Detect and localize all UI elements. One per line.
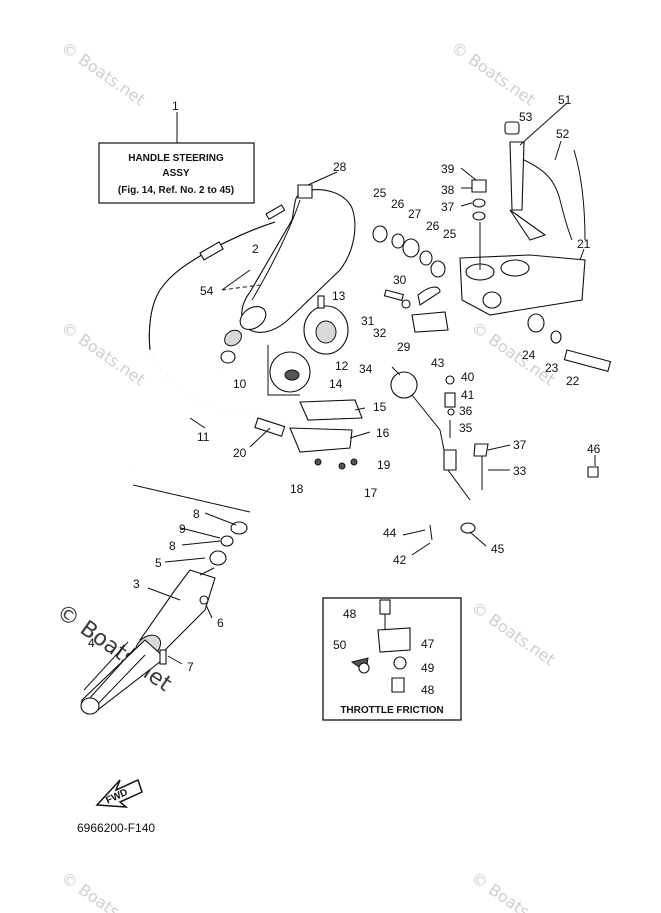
diagram-code: 6966200-F140	[77, 821, 155, 835]
callout: 18	[290, 482, 304, 496]
throttle-bracket	[289, 399, 363, 470]
callout: 49	[421, 661, 435, 675]
callout: 48	[421, 683, 435, 697]
washer-stack	[372, 225, 449, 333]
callout: 35	[459, 421, 473, 435]
callout: 28	[333, 160, 347, 174]
callout: 4	[88, 636, 95, 650]
watermark: © Boats.net	[58, 868, 149, 913]
throttle-grip	[80, 521, 248, 715]
throttle-friction-inset: THROTTLE FRICTION	[322, 597, 462, 721]
watermark: © Boats.net	[58, 38, 149, 110]
callout: 25	[373, 186, 387, 200]
callout: 22	[566, 374, 580, 388]
callout: 26	[426, 219, 440, 233]
callout: 19	[377, 458, 391, 472]
callout: 31	[361, 314, 375, 328]
throttle-lever	[390, 371, 599, 541]
callout: 16	[376, 426, 390, 440]
watermark: © Boats.net	[448, 38, 539, 110]
callout: 50	[333, 638, 347, 652]
callout: 1	[172, 99, 179, 113]
callout: 52	[556, 127, 570, 141]
callout: 29	[397, 340, 411, 354]
callout: 3	[133, 577, 140, 591]
callout: 42	[393, 553, 407, 567]
callout: 8	[169, 539, 176, 553]
throttle-shaft	[131, 367, 251, 513]
leader-lines	[147, 102, 596, 665]
steering-handle	[148, 189, 356, 364]
watermark: © Boats.net	[58, 318, 149, 390]
callout: 45	[491, 542, 505, 556]
callout: 32	[373, 326, 387, 340]
callout: 39	[441, 162, 455, 176]
callout: 10	[233, 377, 247, 391]
callout: 11	[197, 430, 210, 444]
callout: 5	[155, 556, 162, 570]
callout: 26	[391, 197, 405, 211]
assembly-label-box: HANDLE STEERING ASSY (Fig. 14, Ref. No. …	[98, 112, 255, 204]
throttle-cable	[149, 349, 291, 437]
callout: 12	[335, 359, 349, 373]
callout: 51	[558, 93, 572, 107]
callout: 14	[329, 377, 343, 391]
callout: 8	[193, 507, 200, 521]
callout: 34	[359, 362, 373, 376]
fwd-arrow-icon: FWD	[95, 778, 143, 808]
callout: 27	[408, 207, 422, 221]
assembly-subtitle: ASSY	[162, 168, 190, 179]
callout: 54	[200, 284, 214, 298]
inset-title: THROTTLE FRICTION	[340, 705, 443, 716]
callout: 43	[431, 356, 445, 370]
throttle-gear	[267, 295, 349, 396]
callout: 2	[252, 242, 259, 256]
bolt-28	[297, 184, 313, 199]
watermark: © Boats.net	[468, 598, 559, 670]
callout: 46	[587, 442, 601, 456]
callout: 9	[179, 522, 186, 536]
callout: 37	[513, 438, 527, 452]
callout: 48	[343, 607, 357, 621]
callout-labels: 1 2 3 4 5 6 7 8 8 9 10 11 12 13 14 15 16…	[88, 93, 601, 697]
cable-end-assembly	[504, 121, 586, 241]
callout: 7	[187, 660, 194, 674]
callout: 21	[577, 237, 591, 251]
callout: 25	[443, 227, 457, 241]
assembly-reference: (Fig. 14, Ref. No. 2 to 45)	[118, 185, 234, 196]
watermark: © Boats.net	[468, 318, 559, 390]
callout: 20	[233, 446, 247, 460]
nut-stack	[471, 179, 487, 270]
callout: 53	[519, 110, 533, 124]
callout: 44	[383, 526, 397, 540]
callout: 33	[513, 464, 527, 478]
callout: 30	[393, 273, 407, 287]
callout: 15	[373, 400, 387, 414]
callout: 13	[332, 289, 346, 303]
callout: 36	[459, 404, 473, 418]
assembly-title: HANDLE STEERING	[128, 153, 224, 164]
callout: 47	[421, 637, 435, 651]
watermark: © Boats.net	[468, 868, 559, 913]
callout: 6	[217, 616, 224, 630]
callout: 40	[461, 370, 475, 384]
callout: 41	[461, 388, 475, 402]
callout: 37	[441, 200, 455, 214]
callout: 17	[364, 486, 378, 500]
callout: 38	[441, 183, 455, 197]
callout: 24	[522, 348, 536, 362]
mount-bracket	[459, 254, 612, 372]
callout: 23	[545, 361, 559, 375]
